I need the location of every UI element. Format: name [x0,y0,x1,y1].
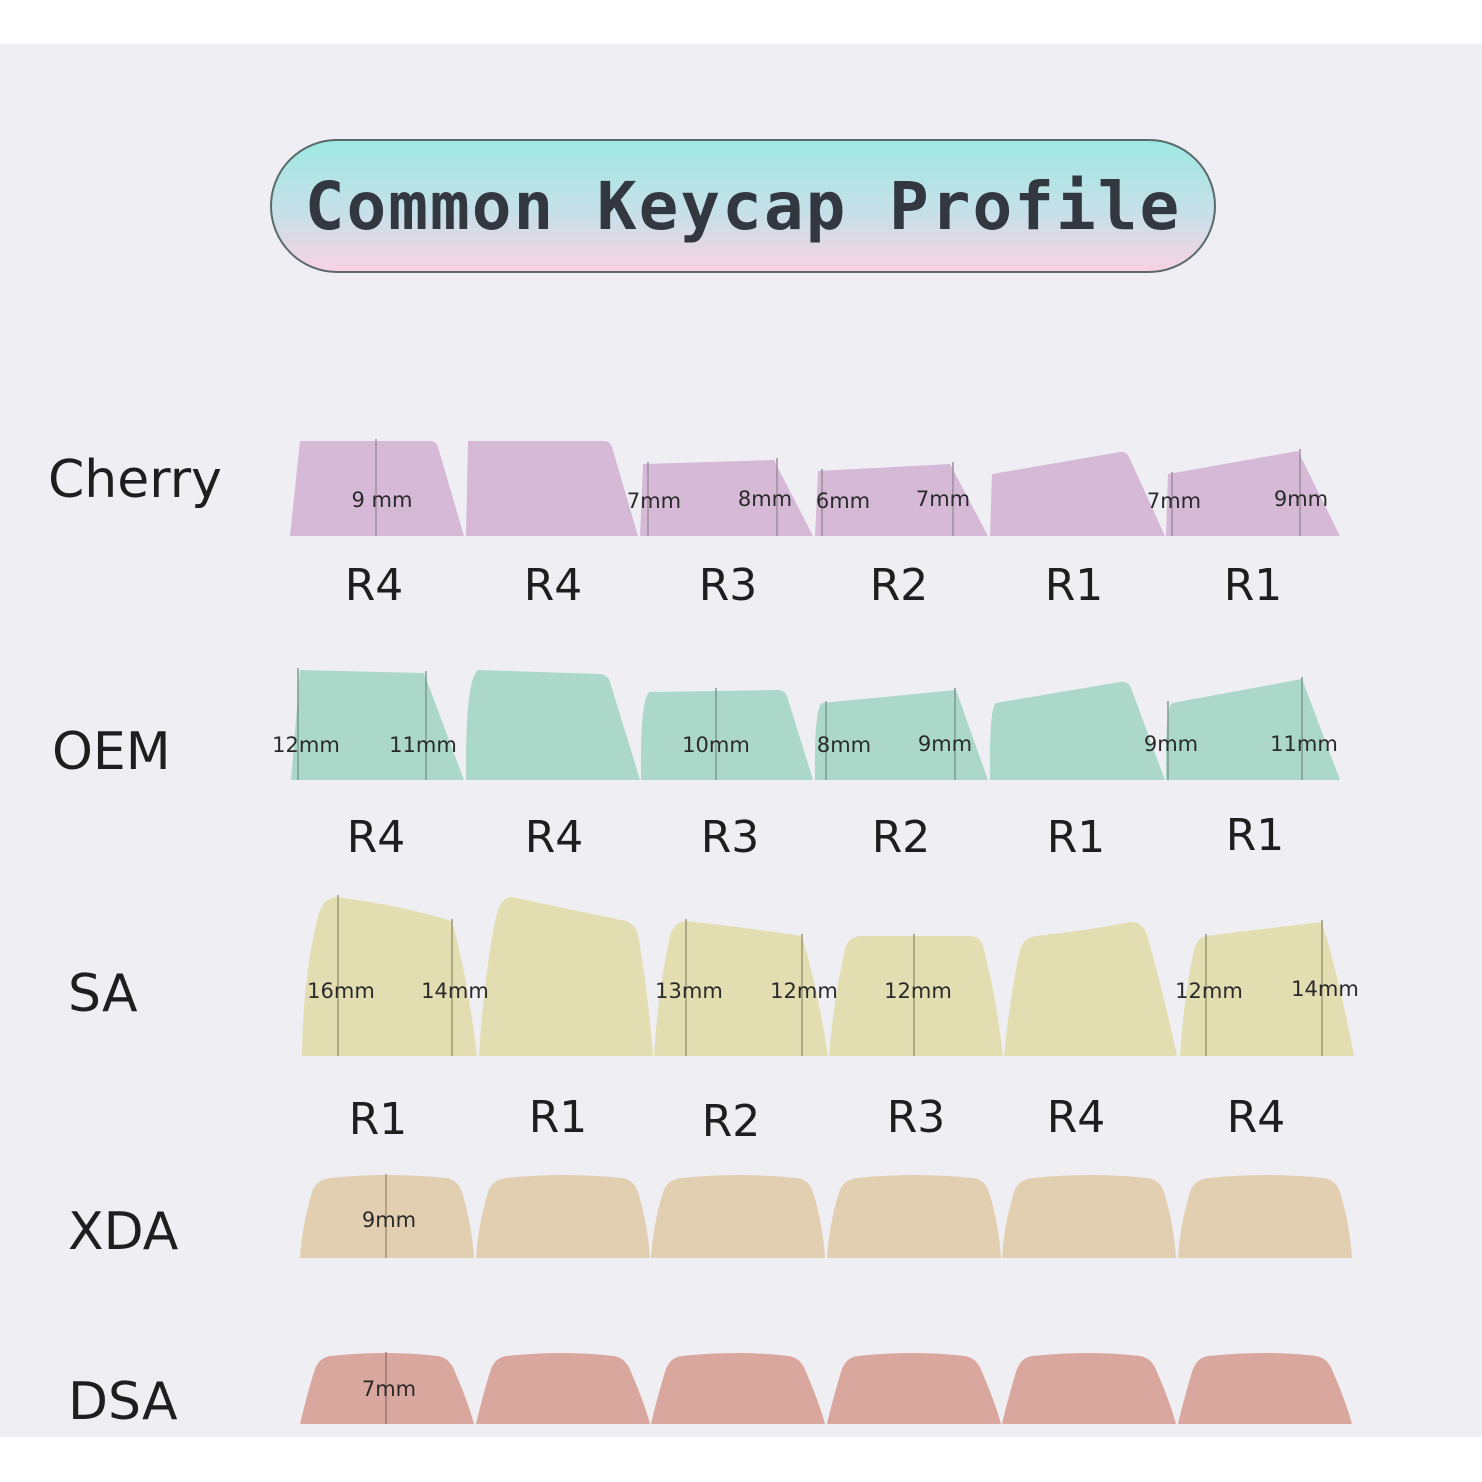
oem-keycap-r1 [989,681,1165,780]
oem-row-caption: R4 [524,812,584,863]
oem-keycap-r2 [814,690,988,780]
sa-keycap-r4 [1180,922,1354,1056]
cherry-measurement: 6mm [816,489,870,513]
cherry-keycap-row: 9 mm 7mm 8mm 6mm 7mm 7mm 9mm [290,439,1340,536]
sa-row-caption: R1 [348,1094,408,1145]
cherry-measurement: 7mm [1147,489,1201,513]
oem-measurement: 10mm [682,733,750,757]
sa-row-caption: R1 [528,1092,588,1143]
sa-keycap-r1 [302,897,477,1056]
cherry-measurement: 9 mm [352,488,413,512]
cherry-keycap-r3 [640,460,813,536]
oem-measurement: 11mm [389,733,457,757]
row-label-cherry: Cherry [48,450,222,510]
cherry-measurement: 7mm [916,487,970,511]
cherry-keycap-r1 [1166,451,1340,536]
dsa-keycap [300,1353,474,1424]
sa-height-lines [337,895,1323,1056]
sa-measurement: 13mm [655,979,723,1003]
oem-row-caption: R2 [871,812,931,863]
page-title: Common Keycap Profile [304,167,1182,245]
dsa-keycap [1178,1353,1352,1424]
row-label-xda: XDA [68,1202,179,1262]
cherry-height-lines [375,439,1301,536]
oem-measurement: 9mm [1144,732,1198,756]
xda-keycap [1178,1175,1352,1258]
dsa-keycap [651,1353,825,1424]
dsa-keycap [1002,1353,1176,1424]
row-label-dsa: DSA [68,1372,178,1432]
sa-row-caption: R2 [701,1096,761,1147]
cherry-keycap-r1 [990,451,1165,536]
sa-row-caption: R4 [1226,1092,1286,1143]
oem-keycap-r4 [291,670,464,780]
sa-keycap-r2 [654,921,828,1056]
xda-keycap [651,1175,825,1258]
cherry-row-caption: R2 [869,560,929,611]
dsa-keycap-row: 7mm [300,1352,1352,1424]
cherry-measurement: 7mm [627,489,681,513]
row-label-oem: OEM [52,722,171,782]
sa-measurement: 12mm [884,979,952,1003]
sa-keycap-r4 [1004,922,1177,1056]
cherry-keycap-r4 [466,441,638,536]
oem-keycap-r4 [465,670,640,780]
oem-row-caption: R4 [346,812,406,863]
oem-row-caption: R1 [1225,810,1285,861]
cherry-row-caption: R1 [1044,560,1104,611]
oem-measurement: 8mm [817,733,871,757]
sa-measurement: 12mm [770,979,838,1003]
oem-measurement: 11mm [1270,732,1338,756]
oem-row-caption: R1 [1046,812,1106,863]
cherry-row-caption: R4 [344,560,404,611]
cherry-row-caption: R1 [1223,560,1283,611]
xda-keycap-row: 9mm [300,1174,1352,1258]
oem-keycap-r1 [1165,679,1340,780]
row-label-sa: SA [68,964,138,1024]
xda-keycap [1002,1175,1176,1258]
sa-row-caption: R3 [886,1092,946,1143]
oem-row-caption: R3 [700,812,760,863]
oem-keycap-r3 [640,690,813,780]
xda-measurement: 9mm [362,1208,416,1232]
oem-height-lines [297,668,1303,780]
dsa-keycap [476,1353,650,1424]
dsa-measurement: 7mm [362,1377,416,1401]
sa-measurement: 14mm [421,979,489,1003]
oem-measurement: 9mm [918,732,972,756]
oem-measurement: 12mm [272,733,340,757]
sa-keycap-row: 16mm 14mm 13mm 12mm 12mm 12mm 14mm [302,895,1359,1056]
sa-measurement: 14mm [1291,977,1359,1001]
title-banner: Common Keycap Profile [270,139,1216,273]
cherry-keycap-r4 [290,441,464,536]
cherry-measurement: 9mm [1274,487,1328,511]
xda-keycap [827,1175,1001,1258]
xda-keycap [476,1175,650,1258]
cherry-keycap-r2 [815,464,988,536]
xda-keycap [300,1175,474,1258]
dsa-keycap [827,1353,1001,1424]
cherry-row-caption: R4 [523,560,583,611]
sa-row-caption: R4 [1046,1092,1106,1143]
sa-keycap-r3 [829,936,1003,1056]
oem-keycap-row: 12mm 11mm 10mm 8mm 9mm 9mm 11mm [272,668,1340,780]
sa-measurement: 12mm [1175,979,1243,1003]
sa-measurement: 16mm [307,979,375,1003]
cherry-measurement: 8mm [738,487,792,511]
cherry-row-caption: R3 [698,560,758,611]
sa-keycap-r1 [479,897,653,1056]
